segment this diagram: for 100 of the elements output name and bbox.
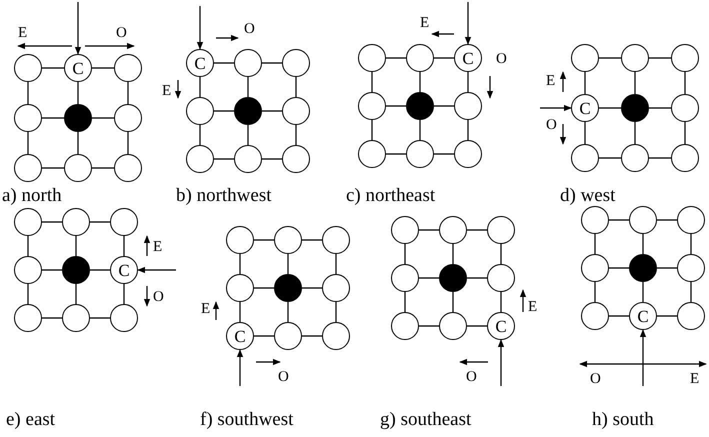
connector-line (584, 122, 586, 144)
connector-line (92, 167, 114, 169)
node-circle (581, 206, 609, 234)
node-circle (282, 49, 310, 77)
node-circle (358, 92, 386, 120)
filled-circle (406, 92, 434, 120)
connector-line (42, 269, 62, 271)
panel-caption: g) southeast (380, 410, 472, 429)
node-circle (14, 104, 42, 132)
connector-line (684, 122, 686, 144)
node-circle (671, 44, 699, 72)
arrow (196, 6, 204, 50)
node-circle (282, 145, 310, 173)
arrow (640, 329, 646, 386)
connector-line (452, 244, 454, 264)
node-circle (621, 144, 649, 172)
node-circle (110, 208, 138, 236)
node-circle (322, 226, 350, 254)
connector-line (649, 157, 671, 159)
node-circle (14, 304, 42, 332)
connector-line (254, 287, 274, 289)
node-circle (114, 104, 142, 132)
arrow (236, 349, 244, 386)
filled-circle (62, 256, 90, 284)
connector-line (42, 67, 64, 69)
node-circle (226, 274, 254, 302)
node-circle (571, 44, 599, 72)
node-circle (186, 145, 214, 173)
arrow (498, 339, 504, 386)
connector-line (254, 335, 274, 337)
node-circle (274, 322, 302, 350)
node-circle: C (454, 44, 482, 72)
node-circle (62, 304, 90, 332)
node-circle (391, 312, 419, 340)
panel-caption: h) south (592, 410, 654, 429)
connector-line (127, 132, 129, 154)
connector-line (419, 120, 421, 140)
connector-line (642, 234, 644, 254)
node-circle (322, 322, 350, 350)
connector-line (262, 110, 282, 112)
connector-line (287, 302, 289, 322)
connector-line (92, 67, 114, 69)
connector-line (75, 236, 77, 256)
connector-line (127, 82, 129, 104)
node-circle (454, 92, 482, 120)
node-circle (671, 94, 699, 122)
connector-line (214, 158, 234, 160)
node-circle (14, 256, 42, 284)
connector-line (254, 239, 274, 241)
node-circle (234, 49, 262, 77)
direction-label: E (153, 240, 162, 255)
node-circle: C (64, 54, 92, 82)
node-circle (406, 140, 434, 168)
direction-label: E (420, 16, 430, 31)
connector-line (262, 158, 282, 160)
connector-line (77, 132, 79, 154)
node-circle (226, 226, 254, 254)
node-circle (110, 304, 138, 332)
node-circle (358, 44, 386, 72)
node-circle: C (487, 312, 515, 340)
connector-line (599, 157, 621, 159)
connector-line (295, 125, 297, 145)
connector-line (404, 244, 406, 264)
connector-line (594, 234, 596, 254)
connector-line (467, 325, 487, 327)
connector-line (42, 221, 62, 223)
filled-circle (64, 104, 92, 132)
connector-line (42, 117, 64, 119)
connector-line (90, 317, 110, 319)
connector-line (599, 57, 621, 59)
direction-label: O (546, 118, 557, 133)
direction-label: O (466, 370, 477, 385)
filled-circle (274, 274, 302, 302)
connector-line (90, 221, 110, 223)
direction-label: E (690, 372, 700, 387)
connector-line (27, 236, 29, 256)
direction-label: O (278, 370, 289, 385)
connector-line (584, 72, 586, 94)
direction-label: O (153, 290, 164, 305)
direction-label: O (496, 52, 507, 67)
connector-line (419, 325, 439, 327)
connector-line (27, 132, 29, 154)
node-circle: C (186, 49, 214, 77)
connector-line (419, 277, 439, 279)
filled-circle (234, 97, 262, 125)
node-circle (454, 140, 482, 168)
connector-line (214, 110, 234, 112)
connector-line (599, 107, 621, 109)
connector-line (262, 62, 282, 64)
connector-line (335, 254, 337, 274)
connector-line (199, 77, 201, 97)
node-circle (406, 44, 434, 72)
connector-line (467, 277, 487, 279)
node-circle (391, 216, 419, 244)
connector-line (684, 72, 686, 94)
node-circle (487, 216, 515, 244)
connector-line (657, 315, 677, 317)
direction-label: O (244, 22, 255, 37)
node-circle (14, 208, 42, 236)
connector-line (634, 72, 636, 94)
